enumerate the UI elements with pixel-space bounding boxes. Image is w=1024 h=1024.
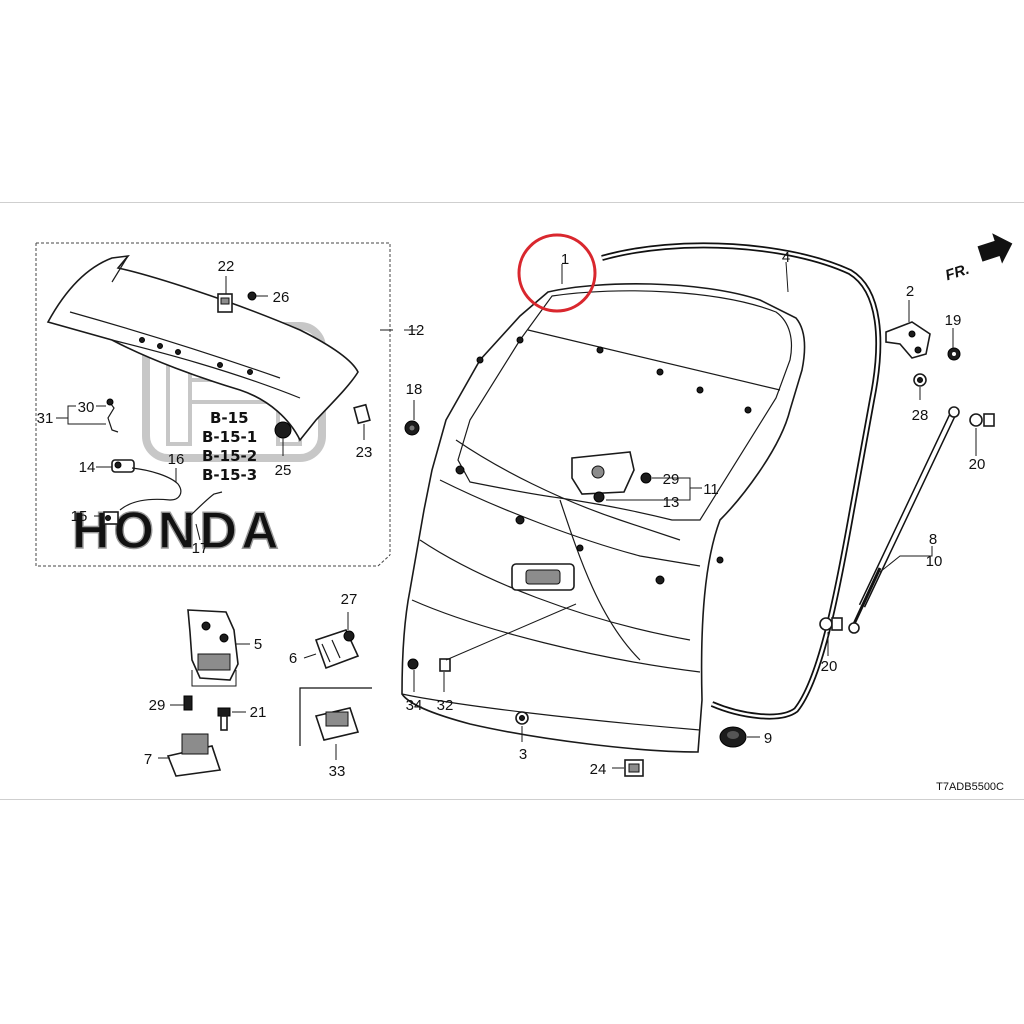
callout-31[interactable]: 31 [37,410,54,427]
callout-8[interactable]: 8 [929,531,937,548]
callout-17[interactable]: 17 [192,540,209,557]
clip-32 [439,658,451,672]
callout-20-upper[interactable]: 20 [969,456,986,473]
callout-9[interactable]: 9 [764,730,772,747]
nut-3 [515,711,529,725]
callout-33[interactable]: 33 [329,763,346,780]
callout-14[interactable]: 14 [79,459,96,476]
callout-6[interactable]: 6 [289,650,297,667]
pad-23 [353,403,371,425]
screw-13 [593,491,605,503]
callout-29-upper[interactable]: 29 [663,471,680,488]
callout-7[interactable]: 7 [144,751,152,768]
diagram-code: T7ADB5500C [936,781,1004,793]
callout-20-lower[interactable]: 20 [821,658,838,675]
callout-25[interactable]: 25 [275,462,292,479]
callout-24[interactable]: 24 [590,761,607,778]
bolt-21 [217,707,231,731]
cap-28 [913,373,927,387]
ball-stud-20-lower [819,617,843,631]
callout-11[interactable]: 11 [703,481,719,498]
rear-spoiler-drawing [46,254,359,442]
part-1-highlight [517,233,597,313]
screw-27 [343,630,355,642]
bumper-9 [719,726,747,748]
callout-22[interactable]: 22 [218,258,235,275]
callout-26[interactable]: 26 [273,289,290,306]
callout-1[interactable]: 1 [561,251,569,268]
callout-18[interactable]: 18 [406,381,423,398]
reference-code[interactable]: B-15-3 [202,466,257,484]
camera-33-box [299,687,372,746]
callout-4[interactable]: 4 [782,249,790,266]
reference-code[interactable]: B-15-2 [202,447,257,465]
callout-3[interactable]: 3 [519,746,527,763]
tailgate-drawing [401,283,806,753]
bolt-34 [407,658,419,670]
leader-lines [56,261,977,769]
callout-13[interactable]: 13 [663,494,680,511]
callout-labels: 1 2 3 4 5 6 7 8 9 10 11 12 13 14 15 16 1… [37,249,986,780]
stop-light-14 [111,459,135,473]
diagram-frame [0,202,1024,800]
reference-code[interactable]: B-15 [210,409,249,427]
ball-stud-20-upper [969,413,995,427]
callout-32[interactable]: 32 [437,697,454,714]
grommet-18 [404,420,420,436]
callout-15[interactable]: 15 [71,508,88,525]
callout-23[interactable]: 23 [356,444,373,461]
front-direction-arrow-icon [977,233,1013,264]
washer-hose-16 [119,467,182,511]
callout-30[interactable]: 30 [78,399,95,416]
grommet-25 [274,421,292,439]
callout-29-lower[interactable]: 29 [149,697,166,714]
weatherstrip-4 [601,242,882,720]
callout-19[interactable]: 19 [945,312,962,329]
wire-17 [185,491,223,521]
nut-19 [947,347,961,361]
bolt-29-lower [183,695,193,711]
honda-wordmark-watermark: HONDA [72,502,283,560]
callout-28[interactable]: 28 [912,407,929,424]
callout-2[interactable]: 2 [906,283,914,300]
hinge-2 [885,321,931,359]
callout-12[interactable]: 12 [408,322,425,339]
clip-22 [217,293,233,313]
callout-21[interactable]: 21 [250,704,267,721]
callout-34[interactable]: 34 [406,697,423,714]
front-direction-label: FR. [943,261,971,285]
reference-codes: B-15 B-15-1 B-15-2 B-15-3 [202,409,257,484]
callout-27[interactable]: 27 [341,591,358,608]
tailgate-latch-5 [187,609,239,681]
callout-16[interactable]: 16 [168,451,185,468]
callout-5[interactable]: 5 [254,636,262,653]
gas-strut-8-10 [848,406,960,634]
striker-7 [166,733,222,777]
bracket-30 [106,398,119,433]
nozzle-15 [103,511,119,525]
spoiler-inset [35,242,391,567]
callout-10[interactable]: 10 [926,553,943,570]
reference-code[interactable]: B-15-1 [202,428,257,446]
pad-24 [624,759,644,777]
nut-29-upper [640,472,652,484]
